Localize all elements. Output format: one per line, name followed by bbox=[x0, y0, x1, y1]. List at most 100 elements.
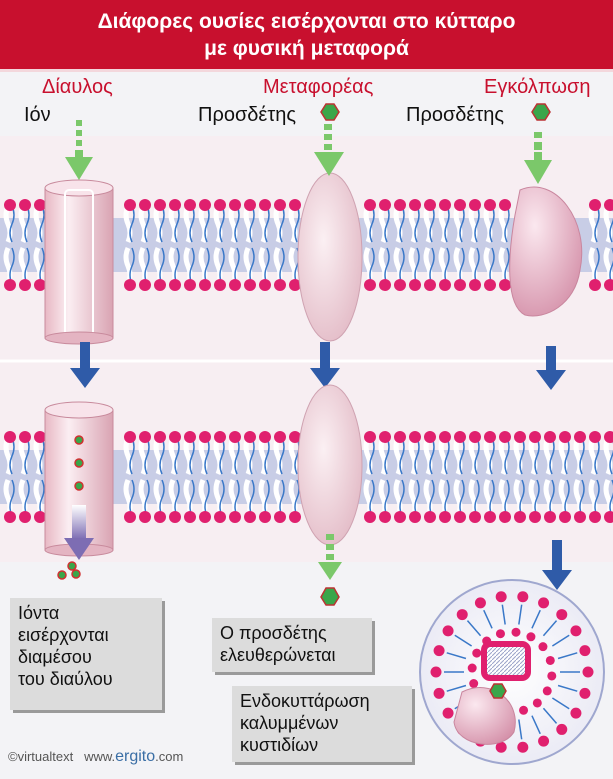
lipid-head bbox=[574, 431, 586, 443]
footer-credit: ©virtualtext www.ergito.com bbox=[8, 748, 183, 766]
vesicle-inner-head bbox=[547, 671, 557, 681]
lipid-head bbox=[589, 511, 601, 523]
caption-vesicles-line: καλυμμένων bbox=[240, 713, 339, 733]
lipid-head bbox=[229, 511, 241, 523]
lipid-head bbox=[214, 279, 226, 291]
lipid-head bbox=[214, 199, 226, 211]
lipid-head bbox=[124, 511, 136, 523]
caption-ions-line: διαμέσου bbox=[18, 647, 92, 667]
lipid-head bbox=[184, 431, 196, 443]
lipid-head bbox=[199, 511, 211, 523]
vesicle-lipid-head bbox=[538, 597, 550, 609]
lipid-head bbox=[484, 431, 496, 443]
lipid-head bbox=[4, 279, 16, 291]
lipid-head bbox=[469, 511, 481, 523]
lipid-head bbox=[559, 431, 571, 443]
lipid-head bbox=[484, 279, 496, 291]
lipid-head bbox=[169, 279, 181, 291]
lipid-head bbox=[259, 279, 271, 291]
caption-ligand-line: Ο προσδέτης bbox=[220, 623, 327, 643]
vesicle-lipid-tail bbox=[446, 652, 467, 660]
vesicle-inner-head bbox=[538, 642, 548, 652]
lipid-head bbox=[394, 431, 406, 443]
vesicle-lipid-head bbox=[433, 687, 445, 699]
lipid-head bbox=[19, 199, 31, 211]
label-ion: Ιόν bbox=[24, 104, 51, 126]
vesicle-lipid-head bbox=[556, 723, 568, 735]
transition-arrows bbox=[70, 342, 572, 590]
vesicle-lipid-head bbox=[433, 645, 445, 657]
label-ligand-carrier: Προσδέτης bbox=[198, 104, 296, 126]
channel-protein-bottom bbox=[44, 401, 114, 560]
lipid-head bbox=[574, 511, 586, 523]
lipid-head bbox=[199, 279, 211, 291]
vesicle-lipid-tail bbox=[551, 697, 570, 710]
lipid-head bbox=[559, 511, 571, 523]
lipid-head bbox=[169, 199, 181, 211]
caption-ions-line: του διαύλου bbox=[18, 669, 113, 689]
vesicle-lipid-head bbox=[442, 625, 454, 637]
vesicle-ligand-icon bbox=[489, 683, 507, 699]
lipid-head bbox=[244, 511, 256, 523]
lipid-head bbox=[589, 279, 601, 291]
caption-ions-line: Ιόντα bbox=[18, 603, 60, 623]
lipid-head bbox=[424, 199, 436, 211]
entry-arrow-ligand-carrier bbox=[314, 124, 344, 176]
lipid-head bbox=[34, 431, 46, 443]
lipid-head bbox=[4, 511, 16, 523]
vesicle-lipid-head bbox=[538, 735, 550, 747]
lipid-head bbox=[124, 199, 136, 211]
lipid-head bbox=[499, 511, 511, 523]
figure-title: Διάφορες ουσίες εισέρχονται στο κύτταρο … bbox=[0, 0, 613, 72]
lipid-head bbox=[289, 199, 301, 211]
coated-pit-protein bbox=[509, 186, 583, 317]
vesicle-lipid-head bbox=[570, 625, 582, 637]
lipid-head bbox=[34, 199, 46, 211]
vesicle-inner-head bbox=[542, 686, 552, 696]
lipid-head bbox=[409, 199, 421, 211]
lipid-head bbox=[394, 279, 406, 291]
vesicle-lipid-head bbox=[556, 609, 568, 621]
vesicle-inner-head bbox=[511, 627, 521, 637]
caption-ligand-line: ελευθερώνεται bbox=[220, 645, 336, 665]
caption-ions: Ιόντα εισέρχονται διαμέσου του διαύλου bbox=[10, 598, 162, 710]
copyright-text: ©virtualtext bbox=[8, 749, 74, 764]
lipid-head bbox=[214, 431, 226, 443]
lipid-head bbox=[259, 431, 271, 443]
vesicle-protein bbox=[453, 687, 516, 745]
lipid-head bbox=[4, 431, 16, 443]
caption-ligand: Ο προσδέτης ελευθερώνεται bbox=[212, 618, 372, 672]
lipid-head bbox=[124, 279, 136, 291]
lipid-head bbox=[124, 431, 136, 443]
lipid-head bbox=[484, 199, 496, 211]
heading-channel: Δίαυλος bbox=[42, 76, 113, 98]
lipid-head bbox=[544, 511, 556, 523]
vesicle-lipid-tail bbox=[518, 604, 523, 625]
vesicle-lipid-head bbox=[430, 666, 442, 678]
lipid-head bbox=[139, 511, 151, 523]
lipid-head bbox=[364, 199, 376, 211]
lipid-head bbox=[424, 279, 436, 291]
lipid-head bbox=[289, 431, 301, 443]
vesicle-inner-head bbox=[472, 648, 482, 658]
lipid-head bbox=[394, 199, 406, 211]
lipid-head bbox=[169, 431, 181, 443]
caption-ions-line: εισέρχονται bbox=[18, 625, 109, 645]
lipid-head bbox=[199, 431, 211, 443]
lipid-head bbox=[154, 431, 166, 443]
site-brand: ergito bbox=[115, 748, 156, 765]
coated-vesicle bbox=[419, 579, 605, 765]
lipid-head bbox=[604, 431, 613, 443]
vesicle-lipid-tail bbox=[454, 634, 473, 647]
lipid-head bbox=[229, 279, 241, 291]
lipid-head bbox=[604, 199, 613, 211]
lipid-head bbox=[379, 511, 391, 523]
lipid-head bbox=[184, 199, 196, 211]
caption-vesicles-line: κυστιδίων bbox=[240, 735, 319, 755]
lipid-head bbox=[454, 199, 466, 211]
lipid-head bbox=[4, 199, 16, 211]
vesicle-lipid-head bbox=[517, 741, 529, 753]
lipid-head bbox=[409, 511, 421, 523]
